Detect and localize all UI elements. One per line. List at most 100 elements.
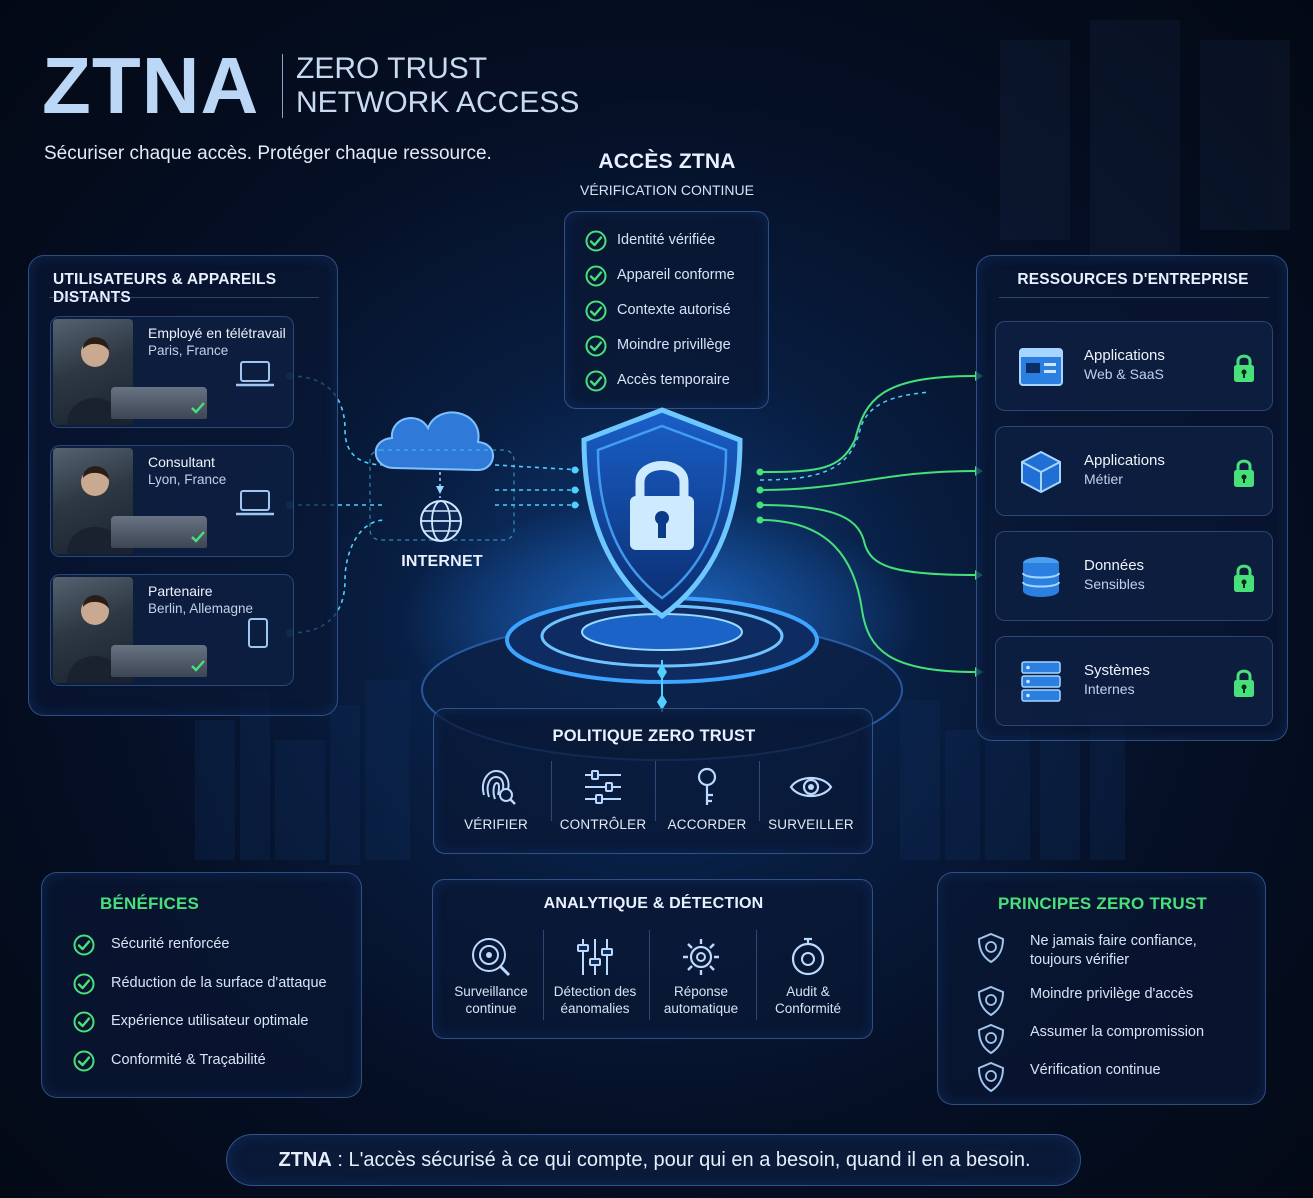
user-name: Partenaire	[148, 583, 213, 599]
user-name: Consultant	[148, 454, 215, 470]
header-divider	[282, 54, 283, 118]
policy-divider	[655, 761, 656, 821]
resource-line2: Internes	[1084, 681, 1135, 697]
tablet-icon	[248, 618, 268, 648]
users-title: UTILISATEURS & APPAREILS DISTANTS	[53, 271, 277, 306]
tagline: Sécuriser chaque accès. Protéger chaque …	[44, 143, 492, 164]
footer-slogan: : L'accès sécurisé à ce qui compte, pour…	[331, 1149, 1031, 1171]
analytics-divider	[543, 930, 544, 1020]
radar-icon	[472, 938, 511, 977]
footer-banner: ZTNA : L'accès sécurisé à ce qui compte,…	[226, 1134, 1081, 1186]
analytics-divider	[756, 930, 757, 1020]
fingerprint-icon	[482, 769, 516, 805]
analytics-title: ANALYTIQUE & DÉTECTION	[543, 895, 764, 912]
check-icon	[73, 973, 95, 994]
principles-title: PRINCIPES ZERO TRUST	[998, 894, 1207, 913]
analytics-item-line2: continue	[465, 1001, 517, 1016]
lock-icon	[1234, 354, 1254, 382]
gear-icon	[683, 939, 719, 975]
policy-item-label: SURVEILLER	[768, 817, 854, 832]
shield-icon	[977, 932, 1005, 964]
laptop-illustration	[111, 387, 207, 419]
access-title: ACCÈS ZTNA	[598, 150, 736, 173]
users-title-underline	[49, 297, 319, 298]
header-title-line1: ZERO TRUST	[296, 52, 488, 85]
access-subtitle: VÉRIFICATION CONTINUE	[580, 182, 754, 198]
policy-item-label: CONTRÔLER	[559, 817, 647, 832]
analytics-item-line1: Détection des	[553, 984, 637, 999]
sliders-icon	[577, 939, 613, 975]
database-icon	[1022, 557, 1060, 597]
check-icon	[585, 370, 607, 392]
cloud-icon	[374, 411, 494, 472]
shield-icon	[977, 1061, 1005, 1093]
header-title-line2: NETWORK ACCESS	[296, 86, 580, 119]
check-icon	[73, 1011, 95, 1033]
check-icon	[585, 265, 607, 287]
sliders-icon	[585, 770, 621, 804]
resource-line2: Sensibles	[1084, 576, 1145, 592]
user-location: Berlin, Allemagne	[148, 601, 254, 616]
laptop-icon	[236, 490, 274, 516]
globe-icon	[420, 500, 462, 542]
user-photo	[53, 319, 133, 425]
server-icon	[1021, 661, 1061, 702]
analytics-item-line2: éanomalies	[560, 1001, 630, 1016]
principle-line1: Vérification continue	[1030, 1062, 1161, 1078]
resources-title: RESSOURCES D'ENTREPRISE	[1017, 271, 1249, 288]
laptop-illustration	[111, 645, 207, 677]
principle-line1: Moindre privilège d'accès	[1030, 986, 1194, 1002]
analytics-item-line1: Réponse	[673, 984, 729, 999]
user-location: Lyon, France	[148, 472, 227, 487]
lock-icon	[1234, 669, 1254, 697]
check-icon	[585, 335, 607, 357]
footer-text: ZTNA : L'accès sécurisé à ce qui compte,…	[227, 1149, 1082, 1172]
policy-title: POLITIQUE ZERO TRUST	[552, 727, 756, 745]
resource-line1: Systèmes	[1084, 662, 1150, 679]
access-check-item: Accès temporaire	[617, 372, 730, 388]
check-icon	[191, 531, 205, 543]
principles-panel: PRINCIPES ZERO TRUST Ne jamais faire con…	[937, 872, 1266, 1105]
resource-line1: Applications	[1084, 347, 1165, 364]
user-name: Employé en télétravail	[148, 325, 286, 341]
check-icon	[585, 300, 607, 322]
internet-label: INTERNET	[401, 553, 483, 570]
lock-icon	[1234, 564, 1254, 592]
benefit-item: Réduction de la surface d'attaque	[111, 974, 327, 991]
eye-icon	[789, 776, 833, 798]
resource-line1: Données	[1084, 557, 1145, 574]
benefits-title: BÉNÉFICES	[100, 894, 200, 913]
browser-window-icon	[1019, 348, 1063, 386]
analytics-item-line1: Audit &	[786, 984, 830, 999]
policy-divider	[759, 761, 760, 821]
analytics-item-line2: automatique	[663, 1001, 739, 1016]
resources-title-underline	[999, 297, 1269, 298]
principle-line1: Ne jamais faire confiance,	[1030, 933, 1197, 949]
check-icon	[191, 660, 205, 672]
access-check-item: Contexte autorisé	[617, 302, 731, 318]
resource-line2: Web & SaaS	[1084, 366, 1164, 382]
policy-divider	[551, 761, 552, 821]
analytics-item-line2: Conformité	[774, 1001, 842, 1016]
principle-line2: toujours vérifier	[1030, 952, 1130, 968]
shield-icon	[977, 985, 1005, 1017]
timer-icon	[791, 937, 825, 976]
benefit-item: Conformité & Traçabilité	[111, 1051, 266, 1068]
footer-brand: ZTNA	[278, 1149, 332, 1171]
check-icon	[191, 402, 205, 414]
policy-item-label: ACCORDER	[667, 817, 747, 832]
shield-lock-icon	[581, 407, 743, 620]
